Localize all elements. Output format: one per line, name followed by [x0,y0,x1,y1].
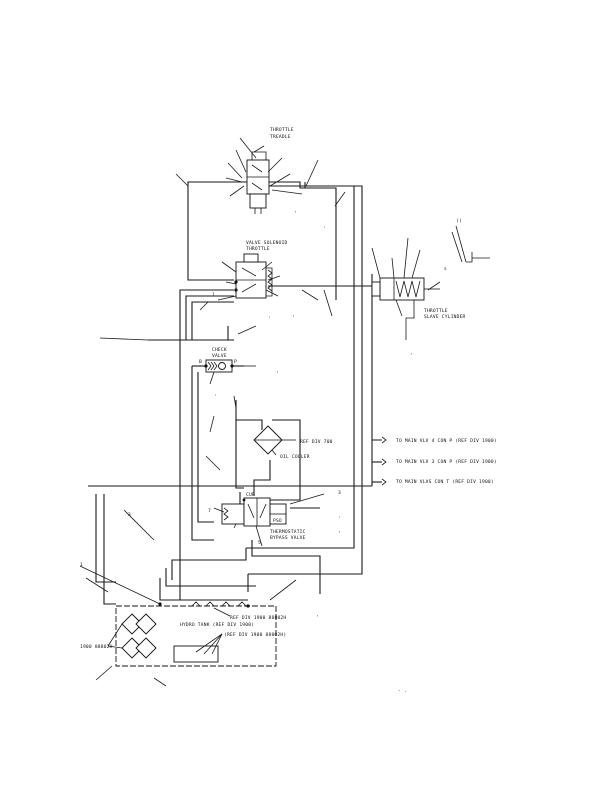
svg-text:': ' [214,394,217,400]
oil-cooler-labels: REF DIV 700 OIL COOLER [271,439,333,460]
throttle-treadle-valve [246,145,270,214]
left-ref-label: 1900 88802H [80,644,113,650]
thermostatic-labels: CUR PSO THERMOSTATIC BYPASS VALVE [246,492,306,541]
check-valve [204,359,234,373]
check-valve-label-1: CHECK [212,347,227,353]
throttle-slave-label: THROTTLE SLAVE CYLINDER [424,308,466,320]
thermostatic-mark: 7 [208,508,211,514]
throttle-slave-label-1: THROTTLE [424,308,448,314]
ref-div-1900-88802h: REF DIV 1900 88802H [230,615,286,621]
solenoid-mark: 1 [212,292,215,298]
ref-div-1900-88802h-b: (REF DIV 1900 88802H) [224,632,286,638]
svg-text:': ' [323,226,326,232]
svg-text:,: , [292,313,295,318]
throttle-slave-label-2: SLAVE CYLINDER [424,314,466,320]
oil-cooler-label: OIL COOLER [280,454,310,460]
check-leaders: , ' [205,365,279,471]
svg-text:,: , [410,351,413,356]
hydraulic-lines [88,181,382,605]
check-valve-label-2: VALVE [212,353,227,359]
thermostatic-label-2: BYPASS VALVE [270,535,306,541]
to-main-vlv-4: TO MAIN VLV 4 CON P (REF DIV 1900) [396,438,497,444]
to-main-vlv-3: TO MAIN VLV 3 CON P (REF DIV 1900) [396,459,497,465]
hydro-tank-labels: REF DIV 1900 88802H HYDRO TANK (REF DIV … [80,607,407,694]
svg-text:,: , [276,369,279,374]
svg-text:3: 3 [338,490,341,496]
slave-leaders: )) s , [371,218,490,356]
svg-text:)): )) [456,218,462,224]
hydro-tank [115,601,277,667]
throttle-treadle-label: THROTTLE TREADLE [270,127,294,140]
svg-text:': ' [338,516,341,522]
throttle-slave-cylinder [371,277,440,340]
check-valve-port-b: B [199,359,202,365]
svg-text:1: 1 [80,562,83,568]
svg-text:,: , [338,529,341,534]
svg-text:,: , [316,613,319,618]
svg-text:': ' [268,316,271,322]
svg-text:,: , [294,209,297,214]
throttle-treadle-label-2: TREADLE [270,134,291,140]
throttle-solenoid-valve [234,253,273,299]
main-valve-labels: TO MAIN VLV 4 CON P (REF DIV 1900) TO MA… [381,436,497,486]
valve-solenoid-label-1: VALVE SOLENOID [246,240,288,246]
hydro-tank-label: HYDRO TANK (REF DIV 1900) [180,622,254,628]
oil-cooler [253,425,296,455]
valve-solenoid-label-2: THROTTLE [246,246,270,252]
svg-text:3: 3 [128,512,131,518]
bypass-port-label: PSO [273,518,282,524]
svg-text:s: s [444,267,447,272]
thermostatic-label-1: THERMOSTATIC [270,529,306,535]
svg-text:- .: - . [398,689,407,694]
left-leaders: 3 1 , [79,509,319,618]
thermostatic-leaders: 7 3 ' , 5 [208,490,341,547]
valve-solenoid-label: VALVE SOLENOID THROTTLE [246,240,288,252]
check-valve-label: CHECK VALVE P B [199,347,237,365]
ref-div-700: REF DIV 700 [300,439,333,445]
treadle-leaders: , ' [175,137,346,232]
check-valve-port-p: P [234,359,237,365]
thermostatic-bypass-valve [221,497,287,527]
throttle-treadle-label-1: THROTTLE [270,127,294,133]
to-main-vlvs: TO MAIN VLVS CON T (REF DIV 1900) [396,479,494,485]
svg-text:5: 5 [258,540,261,546]
solenoid-leaders: ' , 1 [99,261,333,341]
bypass-cur-label: CUR [246,492,255,498]
